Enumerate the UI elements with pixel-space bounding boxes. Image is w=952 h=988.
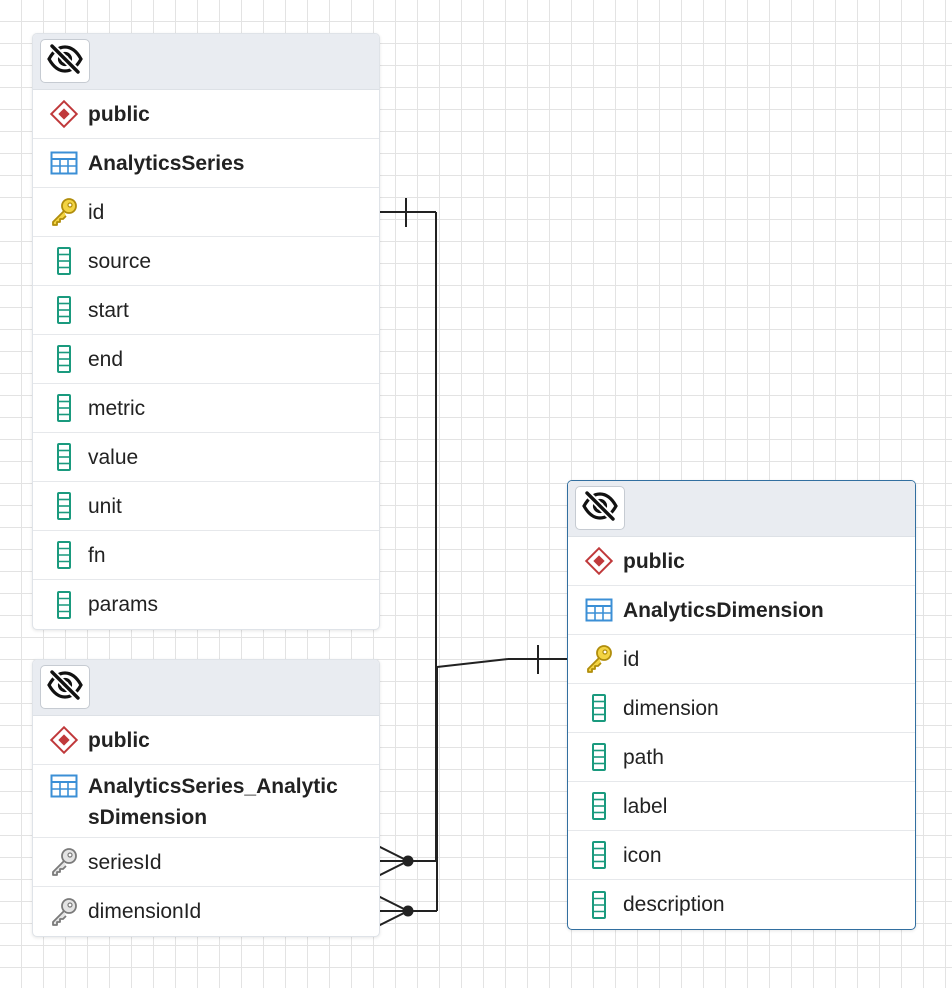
table-icon: [49, 148, 79, 178]
column-name: params: [88, 593, 159, 616]
column-row[interactable]: dimensionId: [33, 887, 379, 936]
column-name: seriesId: [88, 850, 162, 874]
hide-table-button[interactable]: [40, 665, 90, 709]
eye-off-icon: [47, 42, 83, 79]
column-name: fn: [88, 543, 106, 567]
column-icon: [49, 590, 79, 620]
column-name: dimension: [623, 696, 719, 720]
table-name: AnalyticsSeries: [88, 151, 245, 175]
column-icon: [49, 540, 79, 570]
many-end-dot: [402, 855, 414, 867]
column-row[interactable]: id: [33, 188, 379, 237]
hide-table-button[interactable]: [575, 486, 625, 530]
hide-table-button[interactable]: [40, 39, 90, 83]
schema-icon: [584, 546, 614, 576]
column-row[interactable]: path: [568, 733, 915, 782]
column-icon: [49, 393, 79, 423]
schema-row: public: [568, 537, 915, 586]
column-icon: [584, 840, 614, 870]
table-name-row: AnalyticsDimension: [568, 586, 915, 635]
column-row[interactable]: label: [568, 782, 915, 831]
column-row[interactable]: params: [33, 580, 379, 629]
column-name: id: [623, 647, 640, 671]
table-icon: [49, 771, 79, 801]
column-row[interactable]: value: [33, 433, 379, 482]
relationship-dimension-link[interactable]: [377, 645, 568, 927]
column-icon: [49, 491, 79, 521]
column-row[interactable]: dimension: [568, 684, 915, 733]
column-icon: [49, 442, 79, 472]
table-name-row: AnalyticsSeries: [33, 139, 379, 188]
column-icon: [584, 693, 614, 723]
column-row[interactable]: description: [568, 880, 915, 929]
table-name-line: sDimension: [88, 806, 208, 829]
schema-row: public: [33, 90, 379, 139]
table-analytics-dimension[interactable]: public AnalyticsDimension id dimension p…: [567, 480, 916, 930]
column-name: metric: [88, 396, 146, 420]
column-name: icon: [623, 843, 662, 867]
schema-name: public: [623, 549, 685, 573]
many-end-dot: [402, 905, 414, 917]
foreign-key-icon: [49, 847, 79, 877]
table-name-row: AnalyticsSeries_Analytic sDimension: [33, 765, 379, 838]
column-icon: [584, 791, 614, 821]
table-header: [33, 660, 379, 716]
column-name: id: [88, 200, 105, 224]
primary-key-icon: [49, 197, 79, 227]
column-name: unit: [88, 494, 122, 518]
column-name: path: [623, 745, 664, 769]
column-icon: [49, 295, 79, 325]
relationship-series-link[interactable]: [377, 198, 437, 877]
eye-off-icon: [582, 489, 618, 526]
eye-off-icon: [47, 668, 83, 705]
column-icon: [49, 344, 79, 374]
table-name: AnalyticsDimension: [623, 598, 824, 622]
column-icon: [49, 246, 79, 276]
column-row[interactable]: metric: [33, 384, 379, 433]
schema-row: public: [33, 716, 379, 765]
column-name: label: [623, 794, 668, 818]
column-row[interactable]: id: [568, 635, 915, 684]
table-name-line: AnalyticsSeries_Analytic: [88, 775, 338, 798]
column-row[interactable]: unit: [33, 482, 379, 531]
column-name: value: [88, 445, 139, 469]
table-header: [33, 34, 379, 90]
column-name: source: [88, 249, 152, 273]
table-icon: [584, 595, 614, 625]
column-name: end: [88, 347, 124, 371]
column-name: description: [623, 893, 725, 916]
column-name: start: [88, 298, 129, 322]
column-row[interactable]: end: [33, 335, 379, 384]
column-row[interactable]: seriesId: [33, 838, 379, 887]
table-name: AnalyticsSeries_Analytic sDimension: [88, 771, 338, 833]
table-header: [568, 481, 915, 537]
column-name: dimensionId: [88, 900, 202, 923]
column-row[interactable]: fn: [33, 531, 379, 580]
column-row[interactable]: source: [33, 237, 379, 286]
table-analytics-series-dimension[interactable]: public AnalyticsSeries_Analytic sDimensi…: [32, 659, 380, 937]
column-row[interactable]: icon: [568, 831, 915, 880]
schema-name: public: [88, 102, 150, 126]
primary-key-icon: [584, 644, 614, 674]
foreign-key-icon: [49, 897, 79, 927]
schema-name: public: [88, 728, 150, 752]
column-row[interactable]: start: [33, 286, 379, 335]
column-icon: [584, 890, 614, 920]
schema-icon: [49, 725, 79, 755]
schema-icon: [49, 99, 79, 129]
table-analytics-series[interactable]: public AnalyticsSeries id source start e…: [32, 33, 380, 630]
column-icon: [584, 742, 614, 772]
